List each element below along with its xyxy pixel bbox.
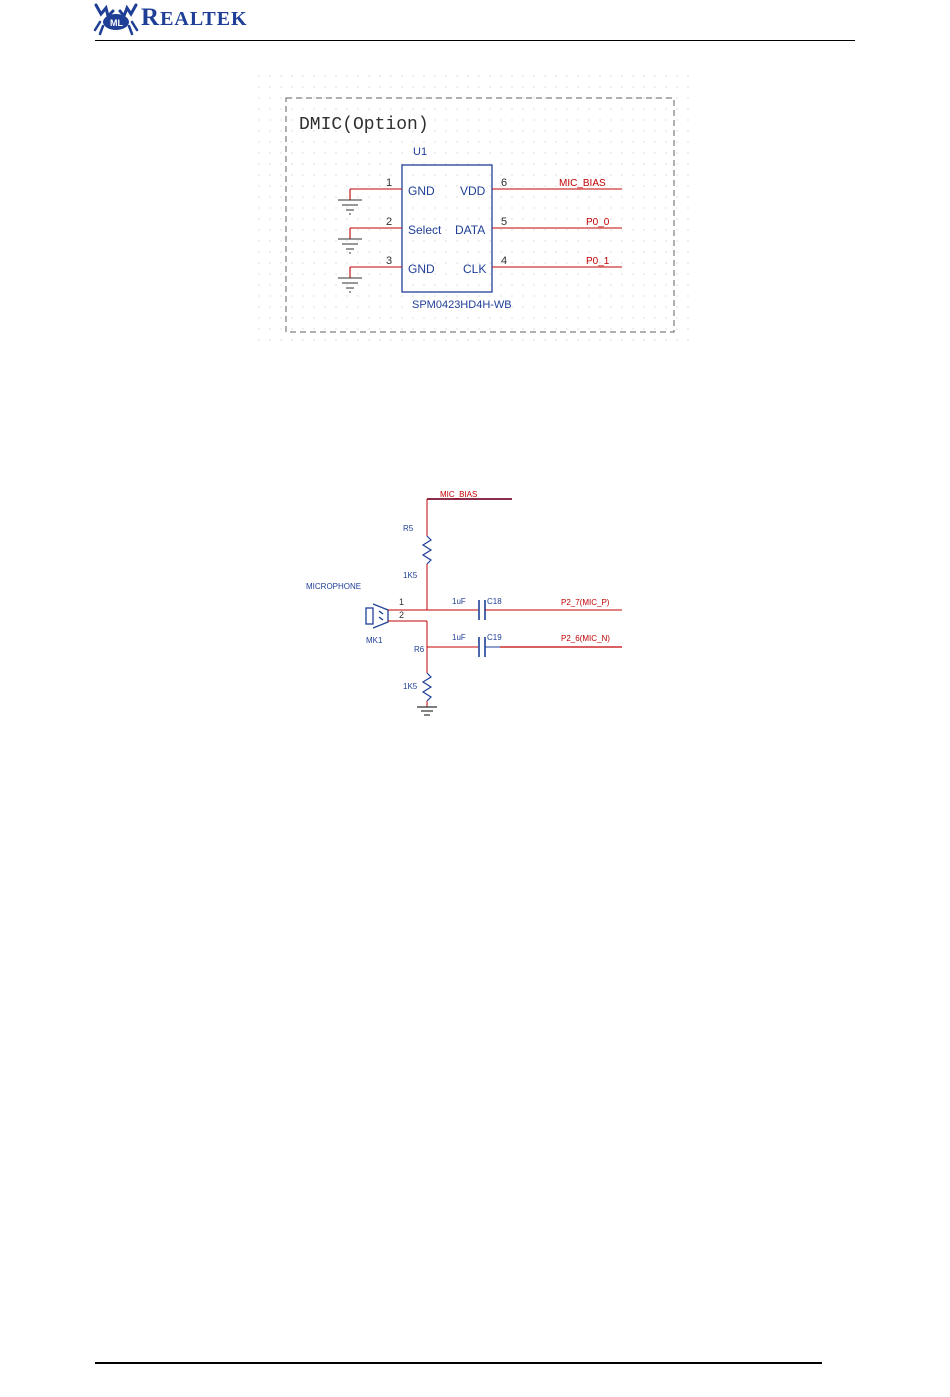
u1-refdes: U1	[413, 146, 427, 158]
mic-name: MICROPHONE	[306, 582, 361, 591]
dmic-title: DMIC(Option)	[299, 115, 429, 135]
r6-resistor-icon	[423, 673, 431, 701]
u1-pin-name-gnd-3: GND	[408, 262, 435, 276]
u1-pin-num-4: 4	[501, 255, 507, 267]
u1-pin-num-2: 2	[386, 216, 392, 228]
u1-pin-name-gnd-1: GND	[408, 184, 435, 198]
u1-pin-name-clk: CLK	[463, 262, 486, 276]
r5-refdes: R5	[403, 524, 414, 533]
mic-bias-label: MIC_BIAS	[440, 490, 477, 499]
svg-text:ML: ML	[110, 18, 123, 28]
c19-capacitor-icon	[479, 637, 485, 657]
c18-capacitor-icon	[479, 600, 485, 620]
mic-pin-2: 2	[399, 610, 404, 620]
c19-refdes: C19	[487, 633, 502, 642]
c18-value: 1uF	[452, 597, 466, 606]
realtek-crab-logo-icon: ML	[95, 5, 137, 34]
u1-pin-name-select: Select	[408, 223, 442, 237]
microphone-icon	[366, 604, 388, 628]
mic-refdes: MK1	[366, 636, 383, 645]
mic-pin-1: 1	[399, 597, 404, 607]
dmic-net-p0-1: P0_1	[586, 256, 610, 267]
u1-pin-name-vdd: VDD	[460, 184, 486, 198]
r5-value: 1K5	[403, 571, 418, 580]
u1-pin-num-3: 3	[386, 255, 392, 267]
u1-pin-num-6: 6	[501, 177, 507, 189]
u1-part-number: SPM0423HD4H-WB	[412, 299, 512, 311]
c18-net-label: P2_7(MIC_P)	[561, 598, 610, 607]
r5-resistor-icon	[423, 536, 431, 564]
analog-ground-icon	[417, 707, 437, 715]
c19-value: 1uF	[452, 633, 466, 642]
c18-refdes: C18	[487, 597, 502, 606]
u1-pin-num-1: 1	[386, 177, 392, 189]
u1-pin-name-data: DATA	[455, 223, 485, 237]
u1-pin-num-5: 5	[501, 216, 507, 228]
r6-value: 1K5	[403, 682, 418, 691]
dmic-net-mic-bias: MIC_BIAS	[559, 178, 606, 189]
footer-rule	[95, 1362, 822, 1364]
c19-net-label: P2_6(MIC_N)	[561, 634, 610, 643]
r6-refdes: R6	[414, 645, 425, 654]
dmic-net-p0-0: P0_0	[586, 217, 610, 228]
